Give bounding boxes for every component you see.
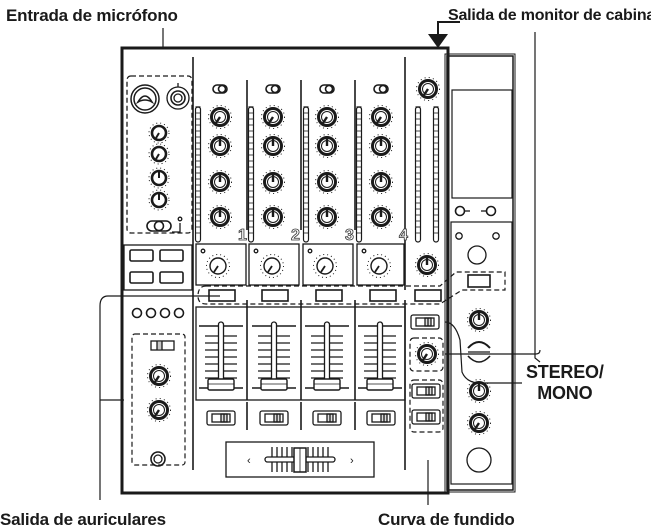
effects-beat-buttons: [454, 205, 500, 265]
effects-knob-2: [467, 341, 491, 363]
channel-fader-4: [357, 321, 403, 391]
trs-jack-icon: [166, 83, 190, 110]
trim-row: [123, 243, 405, 291]
channel-number-3: 3: [345, 227, 354, 244]
stereo-mono-label-line2: MONO: [537, 383, 593, 403]
stereo-mono-label-line1: STEREO/: [526, 362, 604, 382]
channel-fader-2: [251, 321, 297, 391]
booth-eq-knob: [414, 341, 440, 367]
channel-strips: [194, 84, 394, 243]
channel-fader-3: [304, 321, 350, 391]
headphones-output-label: Salida de auriculares: [0, 510, 166, 529]
mic-knob-1: [147, 121, 171, 145]
booth-monitor-output-label: Salida de monitor de cabina: [448, 7, 651, 24]
crossfader-assign-2: [259, 410, 289, 426]
effects-knob-1: [466, 307, 492, 333]
channel-fader-curve-switch: [411, 383, 441, 399]
headphones-mix-knob: [146, 363, 172, 389]
mic-input-label: Entrada de micrófono: [6, 6, 178, 25]
channel-number-4: 4: [399, 227, 408, 244]
mic-input-section: [126, 75, 193, 234]
fader-curve-label: Curva de fundido: [378, 510, 515, 529]
crossfader-right-arrow: ›: [350, 455, 354, 467]
headphones-level-knob: [146, 397, 172, 423]
mic-knob-2: [147, 142, 171, 166]
channel-fader-1: [198, 321, 244, 391]
channel-number-2: 2: [291, 227, 300, 244]
crossfader-left-arrow: ‹: [247, 455, 251, 467]
callout-lines: [99, 21, 541, 505]
stereo-mono-switch: [410, 314, 440, 330]
crossfader-curve-switch: [411, 409, 441, 425]
fader-curve-group: [409, 379, 444, 433]
crossfader-assign-3: [312, 410, 342, 426]
xlr-combo-jack-icon: [130, 84, 160, 114]
crossfader-assign-4: [366, 410, 396, 426]
headphones-section: [131, 307, 186, 466]
booth-knob-group: [409, 337, 444, 372]
effects-knob-4: [466, 410, 492, 436]
master-level-knob: [414, 252, 440, 278]
mixer-chassis: [120, 46, 450, 495]
booth-monitor-knob: [415, 76, 441, 102]
crossfader-assign-1: [206, 410, 236, 426]
effects-panel: [446, 55, 514, 491]
channel-number-1: 1: [238, 227, 247, 244]
fader-area: [195, 306, 406, 401]
effects-display: [451, 89, 513, 199]
headphones-jack-icon: [150, 451, 166, 467]
stereo-mono-label: STEREO/ MONO: [526, 362, 604, 404]
effects-on-button: [466, 447, 492, 473]
crossfader: [225, 441, 375, 478]
mic-on-off-switch: [146, 216, 183, 233]
cue-buttons: [197, 271, 506, 305]
